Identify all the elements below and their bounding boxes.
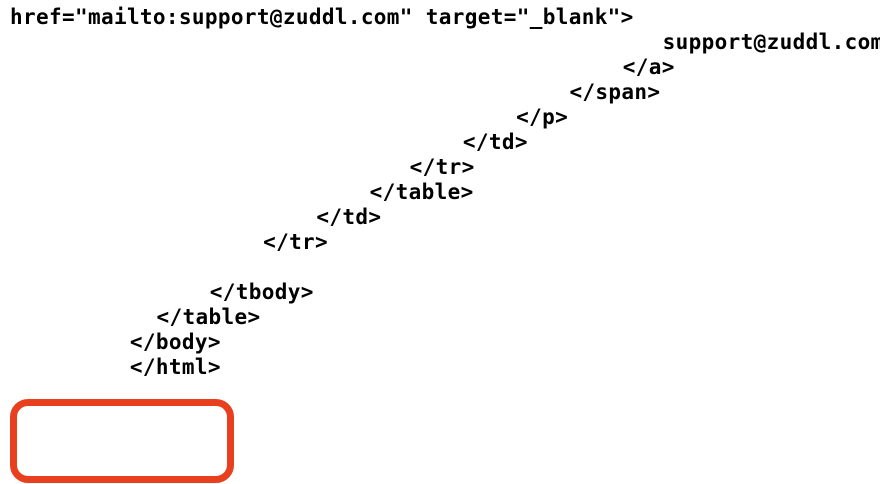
footer-action-bar: Revert to Original Test Email Save: [0, 392, 880, 484]
code-line: </table>: [156, 305, 261, 329]
html-code-preview[interactable]: href="mailto:support@zuddl.com" target="…: [0, 0, 880, 392]
code-line: </span>: [569, 80, 661, 104]
code-line: support@zuddl.com: [662, 30, 880, 54]
code-line: href="mailto:support@zuddl.com" target="…: [10, 5, 634, 29]
code-line: </tbody>: [209, 280, 314, 304]
code-line: </a>: [622, 55, 675, 79]
code-line: </tr>: [263, 230, 329, 254]
code-line: </tr>: [409, 155, 475, 179]
code-line: </td>: [462, 130, 528, 154]
code-line: </html>: [129, 355, 221, 379]
code-line: </td>: [316, 205, 382, 229]
code-line: </table>: [369, 180, 474, 204]
code-line: </body>: [129, 330, 221, 354]
code-line: </p>: [516, 105, 569, 129]
